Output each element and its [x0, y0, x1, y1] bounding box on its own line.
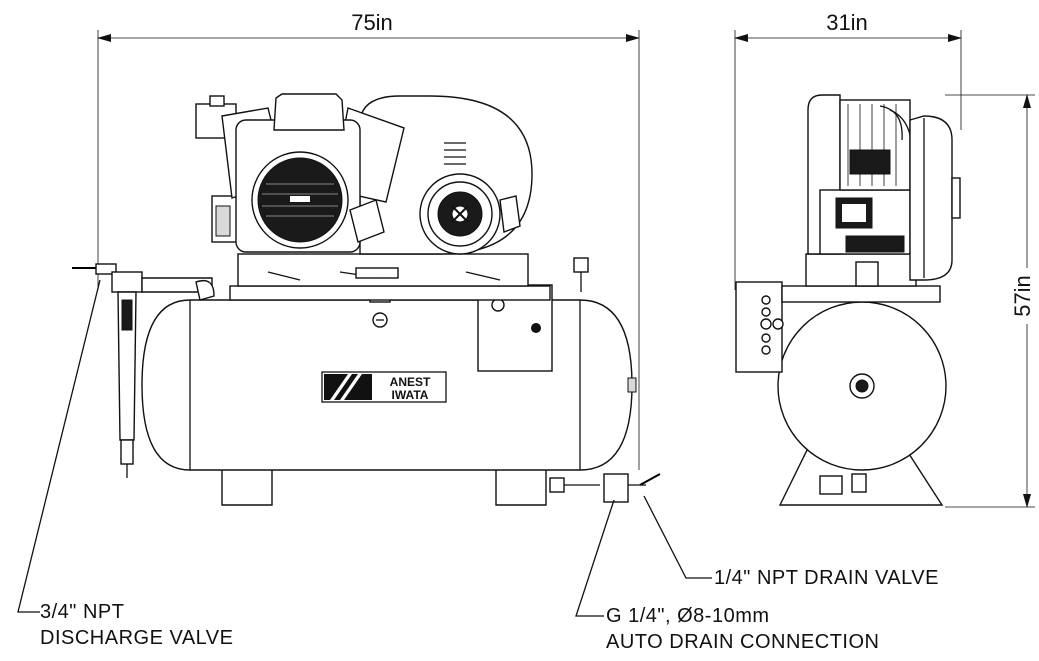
dimension-front-width: 75in	[97, 8, 640, 470]
side-control-box	[735, 281, 784, 373]
discharge-line-1: 3/4" NPT	[40, 601, 124, 623]
auto-drain-assembly	[549, 473, 661, 503]
front-width-label: 75in	[351, 10, 393, 35]
side-pump-motor	[807, 94, 961, 281]
brand-logo: ANEST IWATA	[321, 371, 447, 403]
dimension-height: 57in	[945, 94, 1038, 508]
brand-line-2: IWATA	[392, 388, 429, 402]
front-view-compressor: ANEST IWATA	[72, 93, 661, 506]
motor	[419, 173, 521, 255]
height-label: 57in	[1010, 275, 1035, 317]
side-view-compressor	[735, 94, 961, 506]
brand-line-1: ANEST	[390, 375, 431, 389]
callout-discharge-valve: 3/4" NPT DISCHARGE VALVE	[17, 279, 233, 649]
drain-valve-line-1: 1/4" NPT DRAIN VALVE	[714, 567, 939, 589]
callout-drain-valve: 1/4" NPT DRAIN VALVE	[643, 495, 939, 589]
auto-drain-line-1: G 1/4", Ø8-10mm	[606, 605, 770, 627]
compressor-pump	[195, 93, 405, 253]
callout-auto-drain: G 1/4", Ø8-10mm AUTO DRAIN CONNECTION	[575, 499, 879, 653]
discharge-line-2: DISCHARGE VALVE	[40, 627, 233, 649]
side-width-label: 31in	[826, 10, 868, 35]
discharge-filter	[72, 263, 215, 478]
dimension-side-width: 31in	[734, 8, 962, 290]
auto-drain-line-2: AUTO DRAIN CONNECTION	[606, 631, 879, 653]
